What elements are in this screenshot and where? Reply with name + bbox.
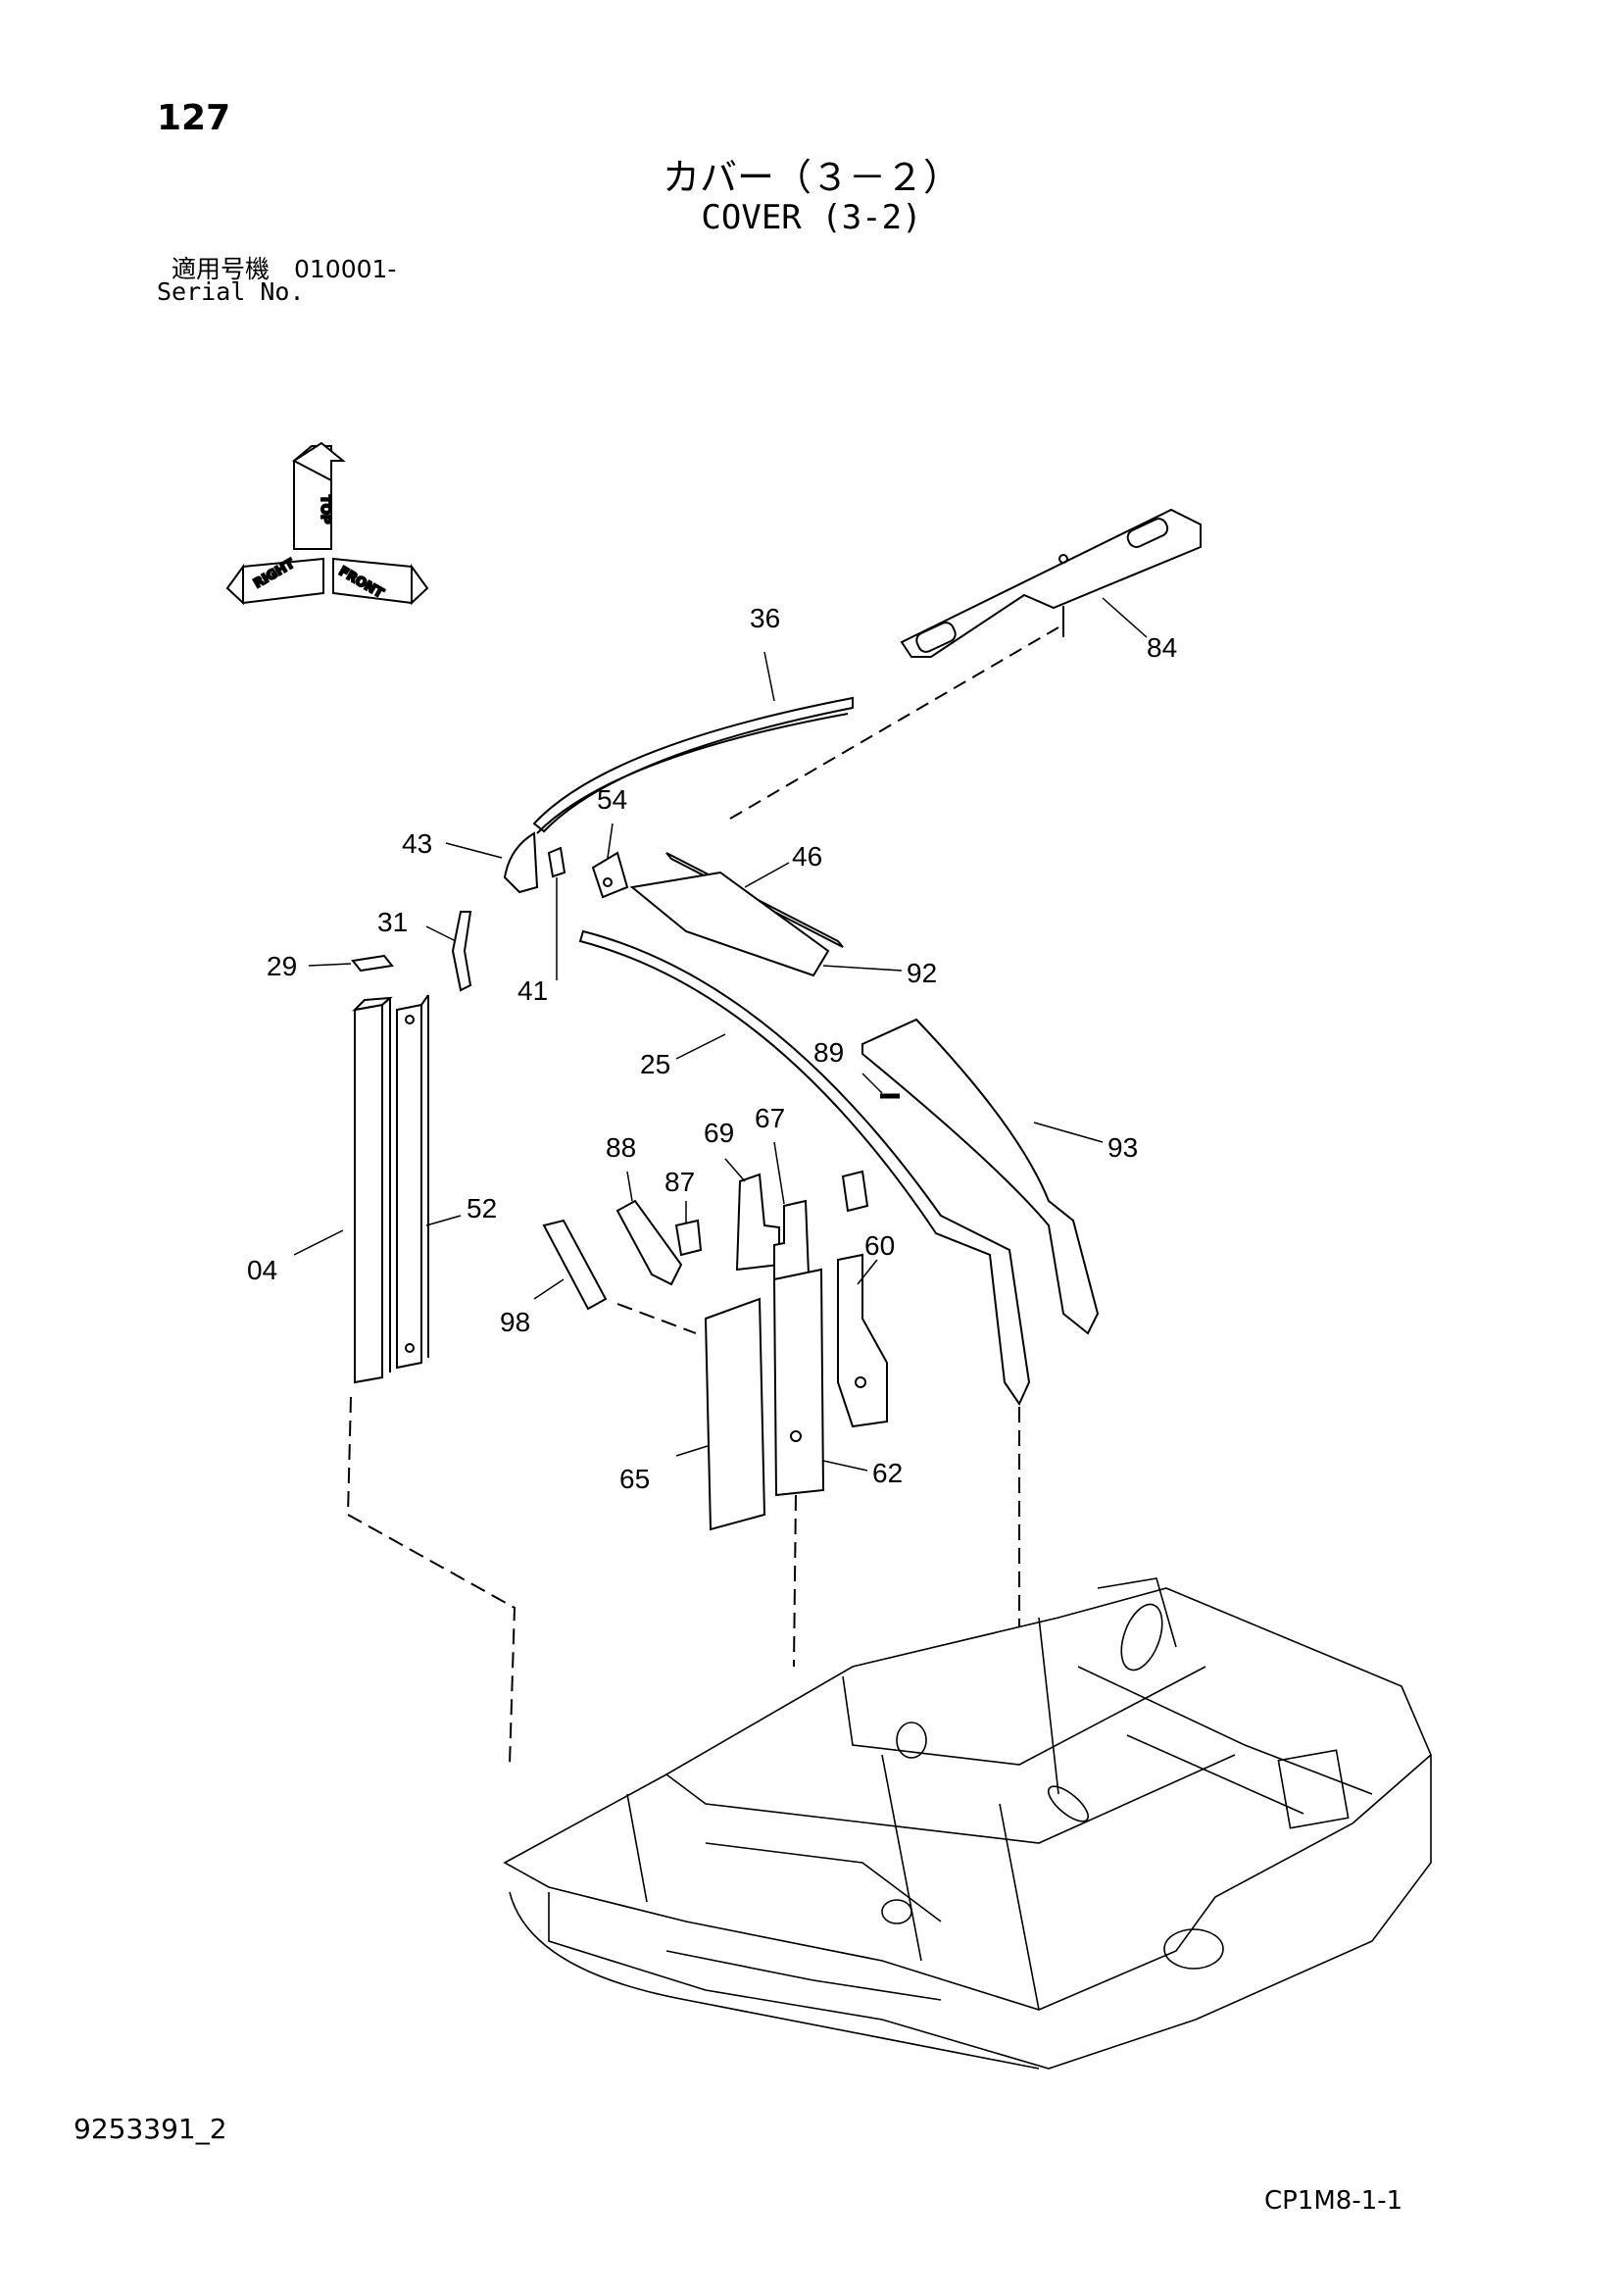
document-number: 9253391_2	[74, 2113, 227, 2145]
callout-65: 65	[619, 1464, 650, 1494]
part-65-plate	[704, 1297, 766, 1531]
part-98-block	[542, 1219, 608, 1311]
page-title-japanese: カバー（３－２）	[662, 156, 960, 199]
callout-88: 88	[606, 1132, 636, 1163]
direction-top: TOP	[318, 495, 332, 524]
callout-89: 89	[813, 1037, 844, 1068]
part-54-block	[591, 851, 629, 899]
part-52-bar	[396, 994, 429, 1370]
part-25-seal	[578, 929, 1031, 1407]
part-60-bracket	[837, 1253, 888, 1428]
callout-69: 69	[704, 1118, 734, 1148]
callout-87: 87	[664, 1167, 695, 1197]
callout-93: 93	[1107, 1132, 1138, 1163]
part-31-clip	[451, 911, 472, 992]
callout-43: 43	[402, 828, 432, 859]
callout-62: 62	[872, 1458, 903, 1488]
page-number: 127	[157, 98, 231, 138]
callout-31: 31	[377, 907, 408, 937]
part-29-cap	[351, 954, 394, 973]
part-93-cover	[861, 1018, 1100, 1335]
serial-label-japanese: 適用号機 010001-	[172, 255, 397, 283]
orientation-indicator: TOP RIGHT FRONT	[225, 441, 429, 606]
callout-41: 41	[517, 975, 548, 1006]
part-92-pad	[629, 871, 830, 977]
base-frame	[503, 1577, 1432, 2070]
callout-25: 25	[640, 1049, 670, 1079]
callout-04: 04	[247, 1255, 277, 1285]
callout-54: 54	[597, 784, 627, 815]
part-43-bracket	[503, 831, 566, 894]
callout-98: 98	[500, 1307, 530, 1337]
callout-29: 29	[267, 951, 297, 981]
serial-label-english: Serial No.	[157, 277, 305, 306]
part-69-bracket	[735, 1173, 780, 1272]
part-62-plate	[772, 1268, 825, 1497]
reference-code: CP1M8-1-1	[1264, 2186, 1403, 2216]
callout-67: 67	[755, 1103, 785, 1133]
part-84-plate	[900, 508, 1202, 658]
callout-36: 36	[750, 603, 780, 633]
part-88-sheet	[615, 1199, 683, 1286]
part-87-block	[674, 1219, 703, 1257]
part-04-bar	[352, 996, 393, 1384]
page-title-english: COVER (3-2)	[701, 198, 922, 237]
callout-84: 84	[1147, 632, 1177, 663]
callout-60: 60	[864, 1230, 895, 1261]
callout-46: 46	[792, 841, 822, 872]
callout-52: 52	[467, 1193, 497, 1223]
leader-lines	[293, 597, 1148, 1472]
part-36-strip	[532, 696, 854, 834]
callout-92: 92	[907, 958, 937, 988]
